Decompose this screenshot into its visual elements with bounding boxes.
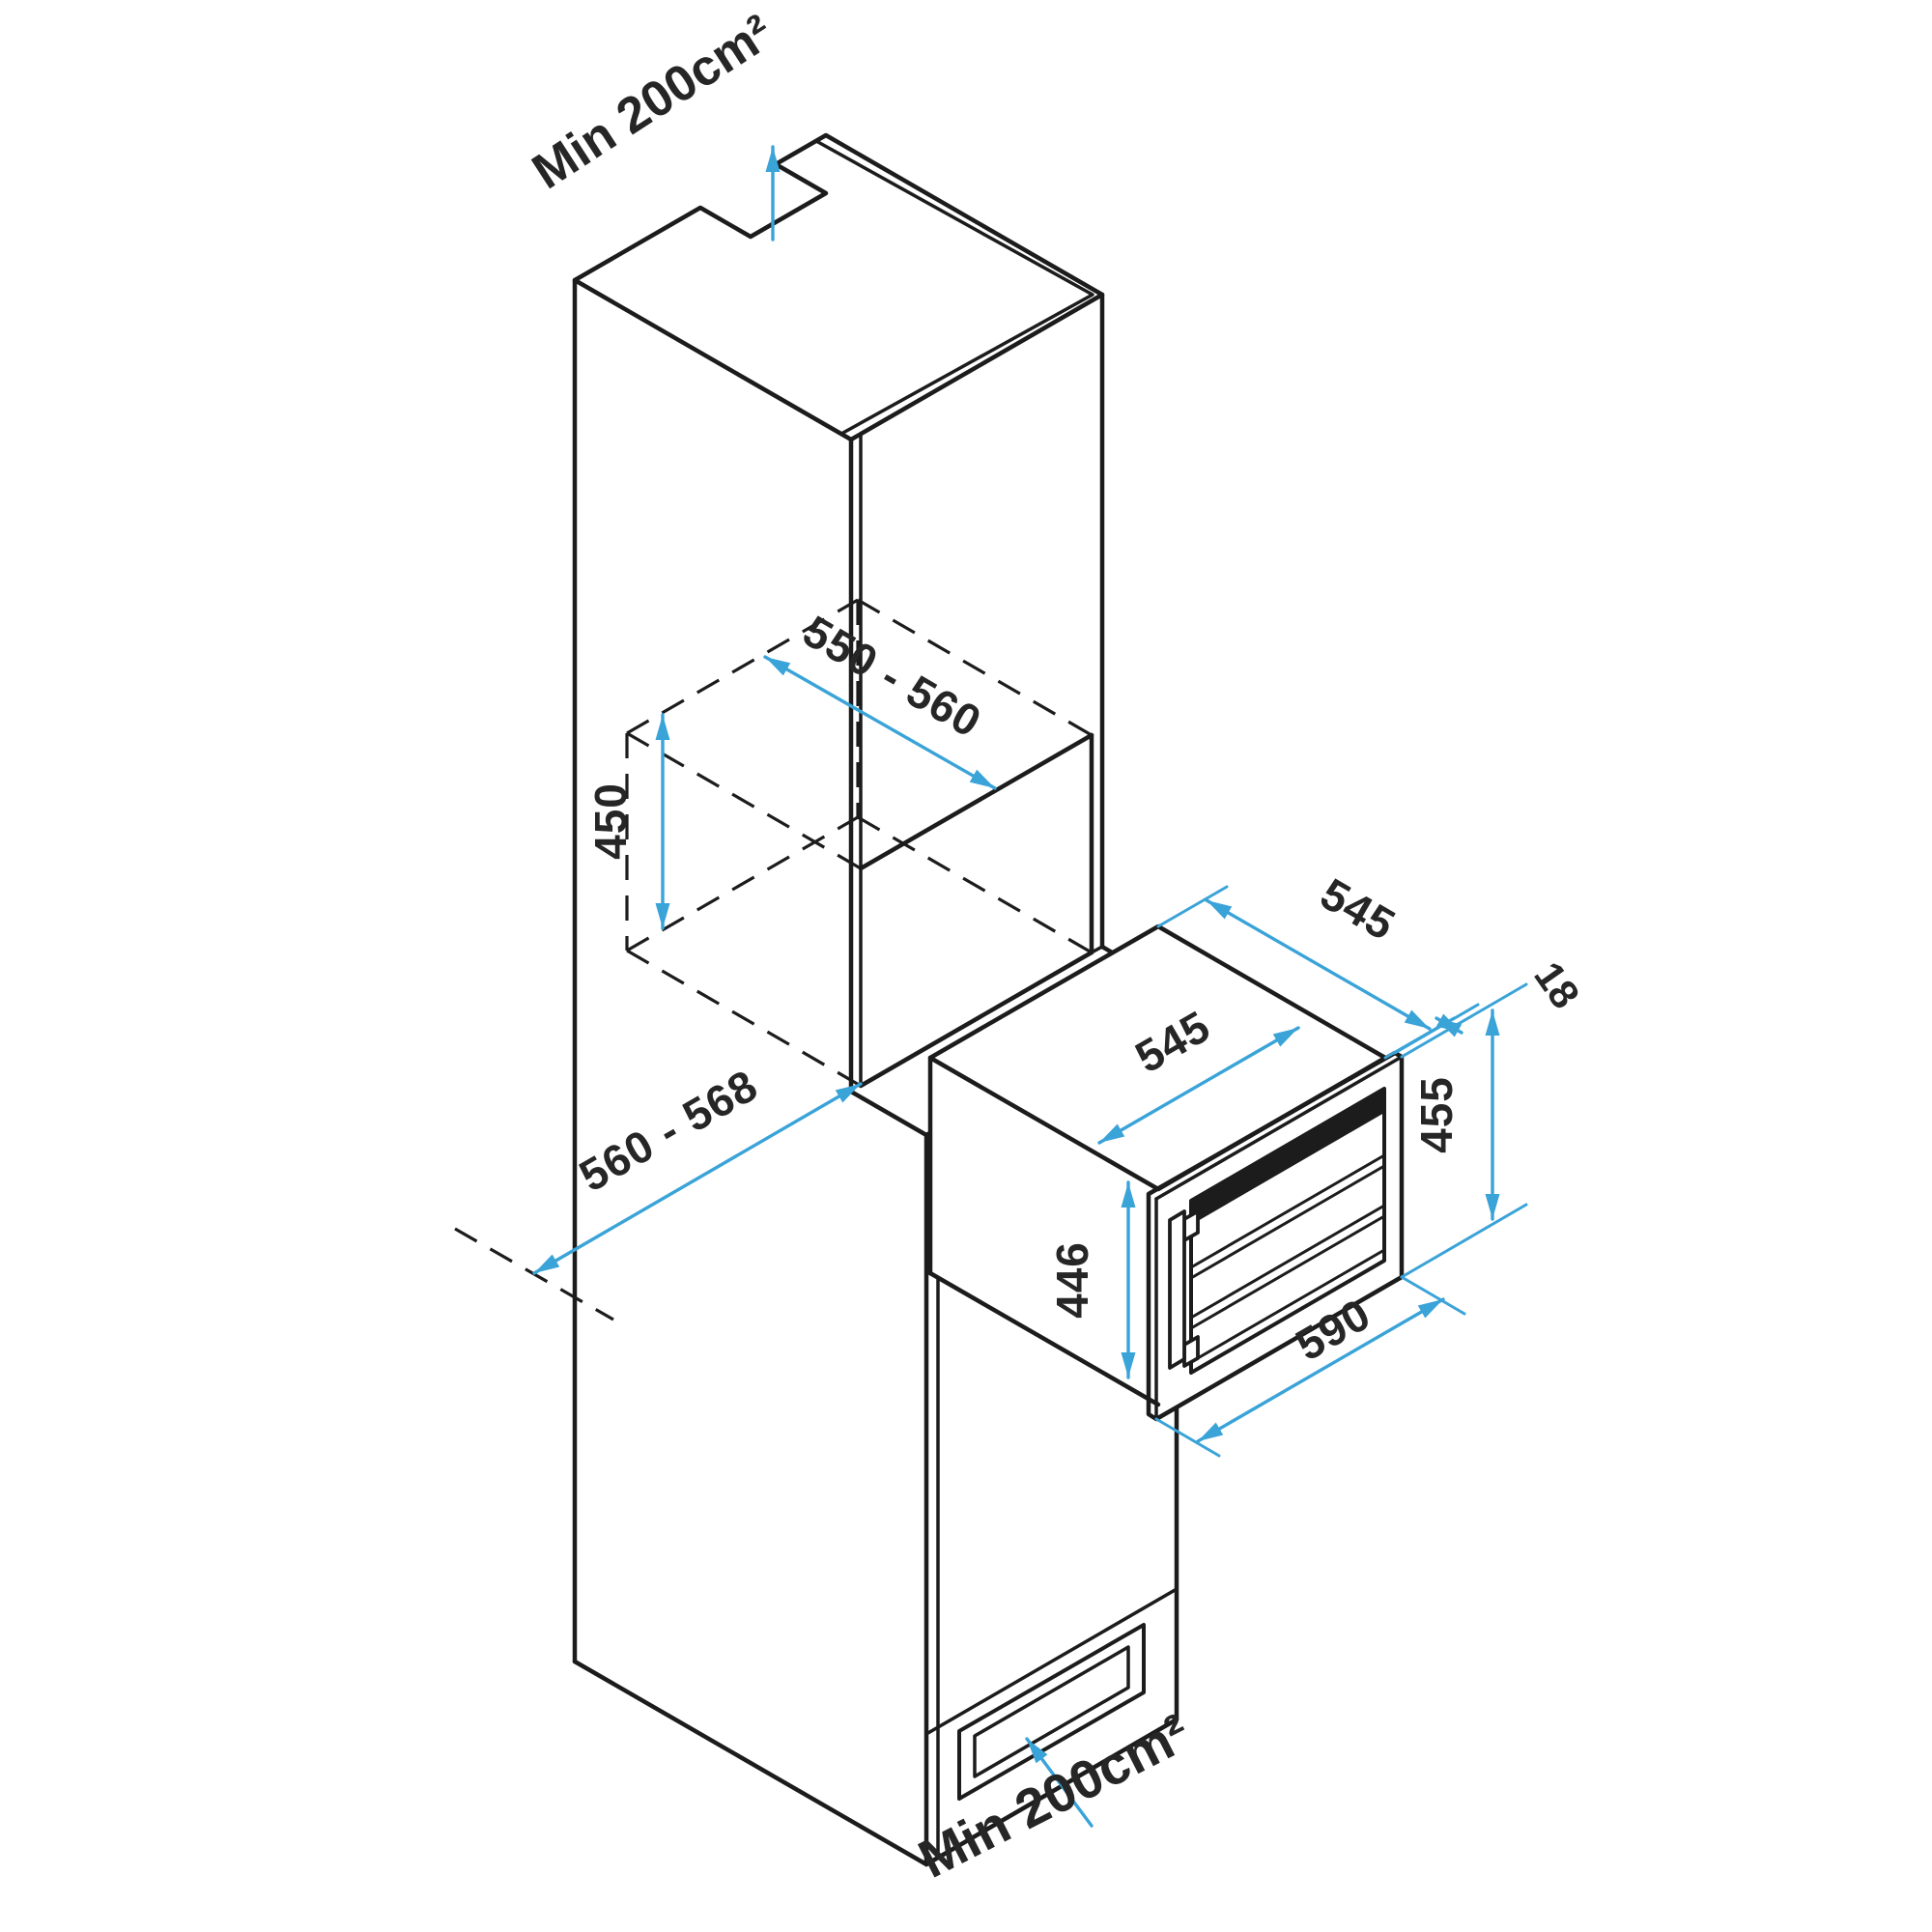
appliance-width-arrow bbox=[1097, 1026, 1300, 1145]
appliance-depth-label: 545 bbox=[1312, 868, 1404, 951]
glass-reflection-band bbox=[1191, 1089, 1384, 1225]
door-thickness-label: 18 bbox=[1525, 953, 1588, 1016]
niche-back-top-edge bbox=[626, 598, 859, 735]
appliance-side-fill bbox=[930, 1058, 1158, 1405]
niche-back-bottom-edge bbox=[626, 815, 859, 952]
lower-section-step-left bbox=[848, 1089, 929, 1138]
bottom-vent-arrow bbox=[1025, 1737, 1094, 1828]
niche-opening-bottom-edge bbox=[858, 950, 1094, 1089]
cabinet-silhouette bbox=[575, 135, 1177, 1864]
cabinet-bottom-front-edge bbox=[923, 1717, 1179, 1867]
niche-bottom-left-connector bbox=[626, 949, 862, 1088]
plinth-vent-outer bbox=[957, 1623, 1146, 1801]
niche-dimensions bbox=[532, 145, 1094, 1828]
niche-width-arrow bbox=[532, 1082, 863, 1275]
appliance-height-label: 446 bbox=[1047, 1241, 1097, 1319]
door-handle bbox=[1168, 1209, 1200, 1370]
niche-bottom-right-connector bbox=[857, 815, 1093, 954]
door-glass-window bbox=[1189, 1087, 1386, 1375]
appliance-left-bottom-edge bbox=[927, 1270, 1161, 1407]
plinth-vent-inner bbox=[973, 1645, 1130, 1778]
niche-height-label: 450 bbox=[585, 782, 636, 860]
appliance-depth-arrow bbox=[1205, 898, 1432, 1031]
top-vent-label: Min 200cm² bbox=[523, 4, 782, 200]
niche-opening-top-edge bbox=[858, 732, 1094, 871]
door-handle-bar bbox=[1168, 1209, 1186, 1370]
niche-depth-arrow bbox=[763, 655, 997, 790]
appliance-dimensions bbox=[1097, 885, 1528, 1458]
cabinet-side-bottom-edge bbox=[572, 1659, 929, 1867]
door-height-label: 455 bbox=[1411, 1076, 1462, 1153]
top-face-thickness-band bbox=[814, 139, 1094, 436]
plinth-division-line bbox=[924, 1587, 1179, 1736]
door-width-arrow bbox=[1196, 1297, 1445, 1443]
door-thickness-arrow bbox=[1435, 1013, 1463, 1037]
